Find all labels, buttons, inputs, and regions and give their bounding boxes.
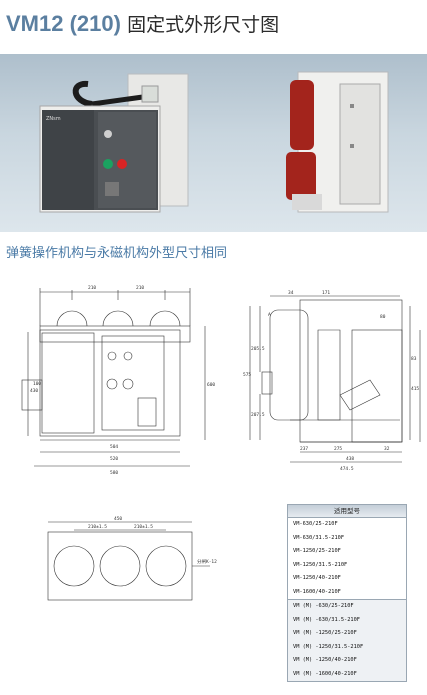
side-product-photo xyxy=(286,71,389,213)
subtitle: 弹簧操作机构与永磁机构外型尺寸相同 xyxy=(6,246,228,261)
side-dim-left-1: 205.5 xyxy=(251,346,265,352)
model-row: VM (M) -1250/25-210F xyxy=(293,630,357,636)
front-product-photo: ZNsm xyxy=(39,73,189,213)
side-dim-bottom-5: 474.5 xyxy=(340,466,354,472)
model-row: VM-1250/40-210F xyxy=(293,575,341,581)
model-row: VM-1250/25-210F xyxy=(293,548,341,554)
side-dim-bottom-3: 32 xyxy=(384,446,390,452)
side-dim-right-1: 80 xyxy=(380,314,386,320)
front-dim-bottom-1: 504 xyxy=(110,444,118,450)
model-row: VM (M) -630/25-210F xyxy=(293,603,354,609)
side-label-a: A xyxy=(268,312,271,318)
top-dim-pitch-2: 210±1.5 xyxy=(134,524,153,530)
side-dim-right-2: 83 xyxy=(411,356,417,362)
side-dim-left-2: 575 xyxy=(243,372,251,378)
model-row: VM (M) -630/31.5-210F xyxy=(293,616,360,623)
front-view-drawing xyxy=(21,288,206,467)
panel-label: ZNsm xyxy=(46,116,61,122)
model-row: VM (M) -1250/31.5-210F xyxy=(293,643,364,650)
title-code: VM12 (210) xyxy=(6,11,121,36)
front-dim-left-1: 100 xyxy=(33,381,41,387)
model-group-2: VM (M) -630/25-210F VM (M) -630/31.5-210… xyxy=(288,599,406,681)
model-row: VM-1250/31.5-210F xyxy=(293,561,348,568)
page-title: VM12 (210) 固定式外形尺寸图 xyxy=(6,10,279,37)
model-row: VM (M) -1600/40-210F xyxy=(293,670,357,677)
side-dim-bottom-2: 275 xyxy=(334,446,342,452)
front-dim-bottom-2: 520 xyxy=(110,456,118,462)
product-photo-band: ZNsm xyxy=(0,54,427,232)
front-dim-top-2: 210 xyxy=(136,285,144,291)
top-dim-overall: 450 xyxy=(114,516,122,522)
model-table: 适用型号 VM-630/25-210F VM-630/31.5-210F VM-… xyxy=(287,504,407,682)
front-dim-right: 600 xyxy=(207,382,215,388)
title-cn: 固定式外形尺寸图 xyxy=(127,14,280,36)
front-dim-bottom-3: 580 xyxy=(110,470,118,476)
side-dim-bottom-1: 237 xyxy=(300,446,308,452)
side-dim-top-2: 171 xyxy=(322,290,330,296)
side-view-drawing xyxy=(249,295,421,463)
side-dim-bottom-4: 438 xyxy=(346,456,354,462)
model-row: VM (M) -1250/40-210F xyxy=(293,657,357,663)
front-dim-left-2: 430 xyxy=(30,388,38,394)
model-row: VM-630/31.5-210F xyxy=(293,534,345,541)
top-right-note: 分闸K-12 xyxy=(197,558,217,565)
top-view-drawing xyxy=(47,521,210,601)
front-dim-top-1: 210 xyxy=(88,285,96,291)
model-table-header: 适用型号 xyxy=(288,505,406,518)
model-row: VM-630/25-210F xyxy=(293,521,338,527)
side-dim-top-1: 34 xyxy=(288,290,294,296)
side-dim-right-3: 415 xyxy=(411,386,419,392)
model-row: VM-1600/40-210F xyxy=(293,588,341,595)
top-dim-pitch-1: 210±1.5 xyxy=(88,524,107,530)
product-photos: ZNsm xyxy=(39,71,389,213)
side-dim-left-3: 207.5 xyxy=(251,412,265,418)
